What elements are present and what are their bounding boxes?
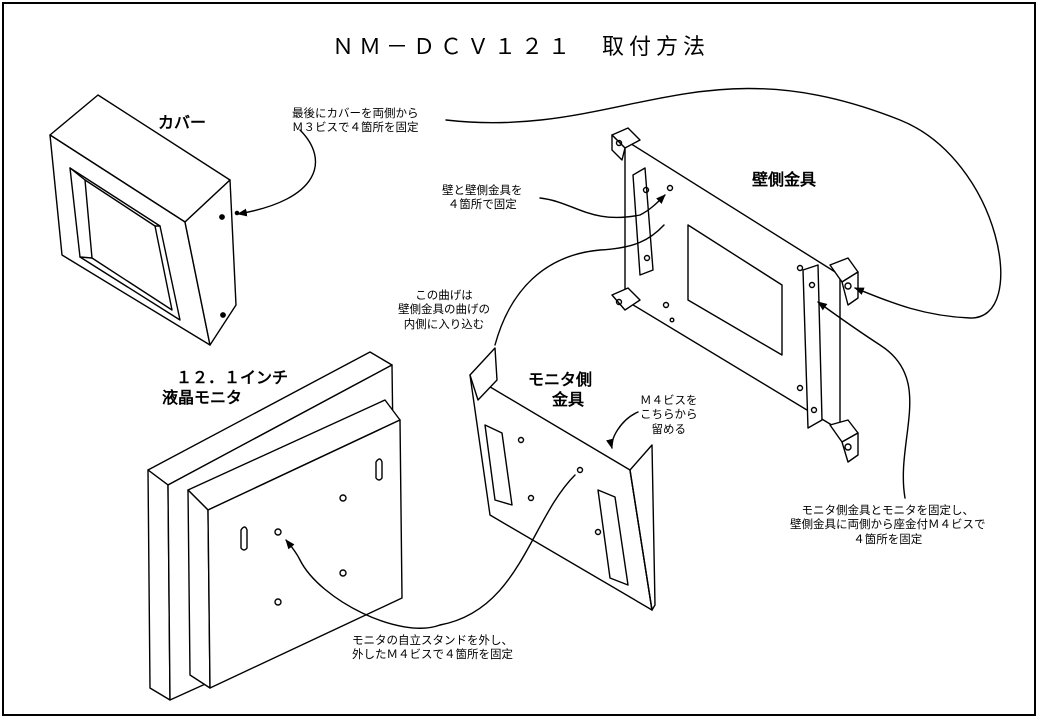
lcd-monitor-label-line2: 液晶モニタ (162, 388, 243, 407)
m4-note-line1: Ｍ４ビスを (640, 393, 698, 407)
monitor-bracket-label-line1: モニタ側 (528, 370, 593, 389)
fix-note: モニタ側金具とモニタを固定し、 壁側金具に両側から座金付Ｍ４ビスで ４箇所を固定 (790, 503, 986, 546)
stand-note: モニタの自立スタンドを外し、 外したＭ４ビスで４箇所を固定 (352, 633, 513, 662)
wall-note-line2: ４箇所で固定 (447, 197, 517, 212)
cover-label: カバー (158, 113, 207, 132)
page-title: ＮＭ－ＤＣＶ１２１ 取付方法 (332, 35, 711, 60)
monitor-bracket-label-line2: 金具 (552, 390, 585, 409)
lcd-monitor-drawing (147, 351, 403, 701)
wall-bracket-label: 壁側金具 (752, 170, 817, 189)
lcd-monitor-label-line1: １２．１インチ (176, 368, 289, 387)
bend-note: この曲げは 壁側金具の曲げの 内側に入り込む (398, 288, 490, 331)
lcd-monitor-label: １２．１インチ 液晶モニタ (162, 368, 288, 408)
m4-note: Ｍ４ビスを こちらから 留める (640, 393, 698, 436)
wall-note-line1: 壁と壁側金具を (442, 183, 523, 197)
wall-note: 壁と壁側金具を ４箇所で固定 (442, 183, 523, 212)
fix-note-line1: モニタ側金具とモニタを固定し、 (801, 503, 975, 517)
bend-note-line1: この曲げは (415, 288, 473, 302)
cover-drawing (49, 94, 240, 346)
leader-lines (237, 87, 1002, 629)
cover-note-line1: 最後にカバーを両側から (292, 106, 419, 120)
m4-note-line2: こちらから (640, 407, 698, 422)
cover-note-line2: Ｍ３ビスで４箇所を固定 (292, 120, 419, 135)
bend-note-line3: 内側に入り込む (403, 316, 485, 331)
stand-note-line2: 外したＭ４ビスで４箇所を固定 (352, 647, 513, 662)
bend-note-line2: 壁側金具の曲げの (398, 302, 490, 317)
fix-note-line2: 壁側金具に両側から座金付Ｍ４ビスで (790, 517, 986, 532)
fix-note-line3: ４箇所を固定 (853, 531, 923, 546)
cover-note: 最後にカバーを両側から Ｍ３ビスで４箇所を固定 (292, 106, 419, 135)
m4-note-line3: 留める (651, 421, 687, 436)
stand-note-line1: モニタの自立スタンドを外し、 (352, 633, 513, 647)
monitor-bracket-label: モニタ側 金具 (528, 370, 592, 410)
